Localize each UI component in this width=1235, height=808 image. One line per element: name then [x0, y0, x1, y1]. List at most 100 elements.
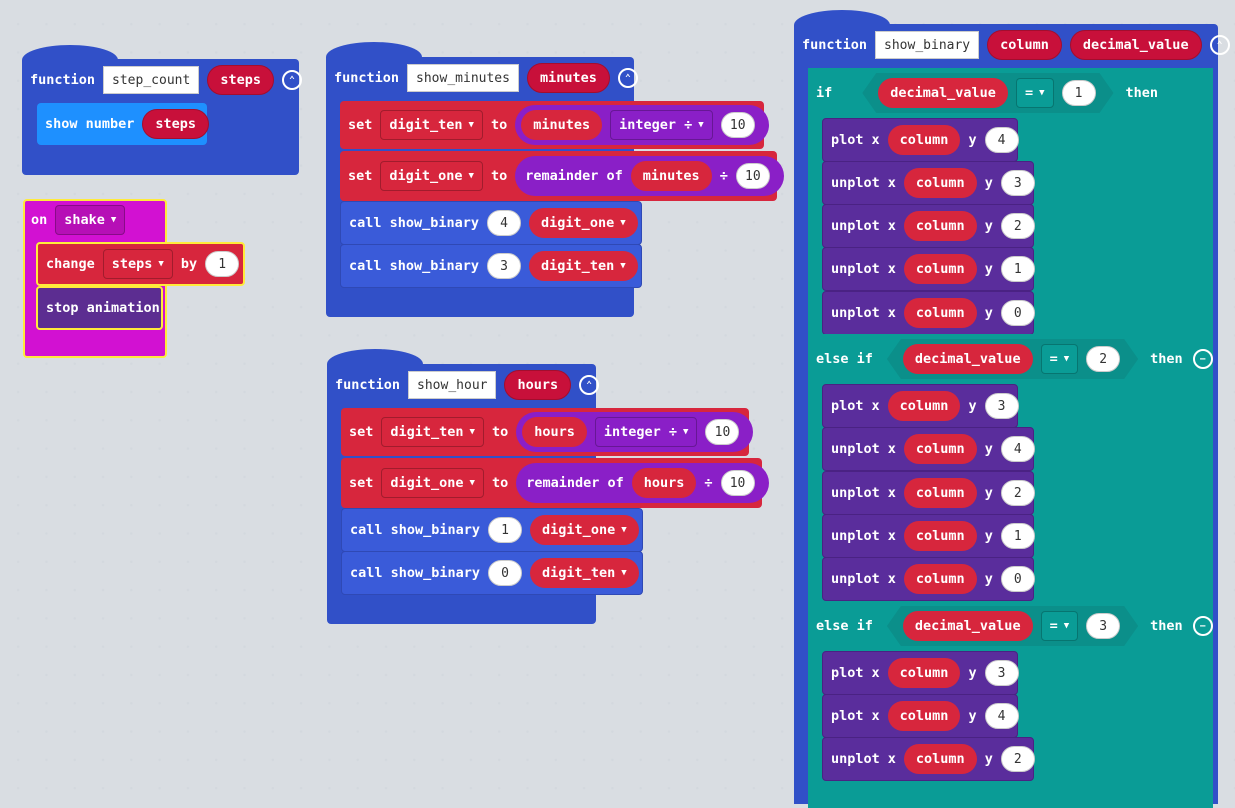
function-keyword: function	[334, 70, 400, 86]
column-arg-input[interactable]: 1	[488, 517, 523, 543]
unplot-keyword: unplot	[831, 485, 880, 501]
x-keyword: x	[887, 528, 896, 544]
x-column-arg[interactable]: column	[887, 125, 961, 155]
remove-branch-icon[interactable]: −	[1192, 349, 1213, 369]
x-column-arg[interactable]: column	[903, 564, 977, 594]
x-column-arg[interactable]: column	[903, 434, 977, 464]
y-value-input[interactable]: 2	[1000, 480, 1035, 506]
column-arg-input[interactable]: 4	[487, 210, 522, 236]
arg-minutes[interactable]: minutes	[630, 161, 712, 191]
param-column[interactable]: column	[987, 30, 1062, 60]
function-name-field[interactable]: step_count	[103, 66, 200, 94]
x-column-arg[interactable]: column	[903, 521, 977, 551]
chevron-down-icon: ▼	[621, 568, 627, 578]
remove-branch-icon[interactable]: −	[1192, 616, 1213, 636]
variable-dropdown[interactable]: digit_one▼	[529, 208, 638, 238]
x-keyword: x	[871, 132, 880, 148]
then-keyword: then	[1150, 351, 1183, 367]
y-value-input[interactable]: 4	[984, 127, 1019, 153]
variable-dropdown[interactable]: digit_ten▼	[529, 251, 638, 281]
x-keyword: x	[887, 441, 896, 457]
variable-dropdown[interactable]: digit_one▼	[380, 161, 483, 191]
call-show-binary-label: call show_binary	[349, 258, 480, 274]
x-column-arg[interactable]: column	[903, 168, 977, 198]
chevron-down-icon: ▼	[469, 427, 475, 437]
y-value-input[interactable]: 0	[1000, 566, 1035, 592]
x-column-arg[interactable]: column	[903, 478, 977, 508]
operator-dropdown[interactable]: integer ÷▼	[594, 417, 698, 447]
y-value-input[interactable]: 2	[1000, 213, 1035, 239]
y-keyword: y	[984, 305, 993, 321]
to-keyword: to	[490, 117, 508, 133]
arg-hours[interactable]: hours	[631, 468, 697, 498]
y-keyword: y	[984, 751, 993, 767]
compare-value-input[interactable]: 2	[1086, 346, 1120, 372]
chevron-down-icon: ▼	[620, 261, 626, 271]
chevron-down-icon: ▼	[468, 171, 474, 181]
compare-value-input[interactable]: 1	[1062, 80, 1096, 106]
condition-decimal-value[interactable]: decimal_value	[903, 611, 1033, 641]
y-value-input[interactable]: 0	[1000, 300, 1035, 326]
compare-operator-dropdown[interactable]: =▼	[1041, 344, 1079, 374]
condition-decimal-value[interactable]: decimal_value	[903, 344, 1033, 374]
divisor-input[interactable]: 10	[720, 112, 755, 138]
column-arg-input[interactable]: 0	[488, 560, 523, 586]
collapse-icon[interactable]: ⌃	[281, 70, 302, 90]
operator-dropdown[interactable]: integer ÷▼	[610, 110, 713, 140]
unplot-keyword: unplot	[831, 571, 880, 587]
x-column-arg[interactable]: column	[903, 211, 977, 241]
compare-value-input[interactable]: 3	[1086, 613, 1120, 639]
x-column-arg[interactable]: column	[887, 391, 961, 421]
divisor-input[interactable]: 10	[735, 163, 770, 189]
change-amount-input[interactable]: 1	[205, 251, 240, 277]
y-value-input[interactable]: 4	[1000, 436, 1035, 462]
x-column-arg[interactable]: column	[903, 744, 977, 774]
y-value-input[interactable]: 3	[1000, 170, 1035, 196]
y-value-input[interactable]: 1	[1000, 523, 1035, 549]
column-arg-input[interactable]: 3	[487, 253, 522, 279]
param-hours[interactable]: hours	[504, 370, 572, 400]
y-value-input[interactable]: 3	[984, 660, 1019, 686]
variable-dropdown[interactable]: digit_ten▼	[530, 558, 639, 588]
param-minutes[interactable]: minutes	[526, 63, 610, 93]
to-keyword: to	[491, 475, 509, 491]
divisor-input[interactable]: 10	[705, 419, 740, 445]
x-keyword: x	[871, 708, 880, 724]
unplot-keyword: unplot	[831, 441, 880, 457]
chevron-down-icon: ▼	[620, 218, 626, 228]
collapse-icon[interactable]: ⌃	[1209, 35, 1230, 55]
collapse-icon[interactable]: ⌃	[617, 68, 638, 88]
param-steps[interactable]: steps	[207, 65, 274, 95]
function-name-field[interactable]: show_hour	[408, 371, 497, 399]
y-value-input[interactable]: 3	[984, 393, 1019, 419]
function-name-field[interactable]: show_binary	[875, 31, 980, 59]
variable-dropdown[interactable]: steps▼	[102, 249, 173, 279]
x-column-arg[interactable]: column	[887, 658, 961, 688]
divisor-input[interactable]: 10	[720, 470, 755, 496]
y-value-input[interactable]: 2	[1000, 746, 1035, 772]
y-keyword: y	[984, 261, 993, 277]
event-dropdown[interactable]: shake▼	[55, 205, 126, 235]
plot-keyword: plot	[831, 132, 864, 148]
x-column-arg[interactable]: column	[903, 298, 977, 328]
y-value-input[interactable]: 4	[984, 703, 1019, 729]
x-column-arg[interactable]: column	[887, 701, 961, 731]
y-value-input[interactable]: 1	[1000, 256, 1035, 282]
variable-dropdown[interactable]: digit_ten▼	[381, 417, 484, 447]
param-decimal-value[interactable]: decimal_value	[1069, 30, 1202, 60]
x-column-arg[interactable]: column	[903, 254, 977, 284]
show-number-arg[interactable]: steps	[142, 109, 210, 139]
arg-minutes[interactable]: minutes	[521, 110, 603, 140]
compare-operator-dropdown[interactable]: =▼	[1016, 78, 1054, 108]
function-name-field[interactable]: show_minutes	[407, 64, 519, 92]
compare-operator-dropdown[interactable]: =▼	[1041, 611, 1079, 641]
x-keyword: x	[887, 305, 896, 321]
variable-dropdown[interactable]: digit_one▼	[530, 515, 639, 545]
variable-dropdown[interactable]: digit_one▼	[381, 468, 484, 498]
collapse-icon[interactable]: ⌃	[579, 375, 600, 395]
condition-decimal-value[interactable]: decimal_value	[878, 78, 1008, 108]
variable-dropdown[interactable]: digit_ten▼	[380, 110, 483, 140]
y-keyword: y	[984, 441, 993, 457]
arg-hours[interactable]: hours	[522, 417, 587, 447]
y-keyword: y	[984, 571, 993, 587]
